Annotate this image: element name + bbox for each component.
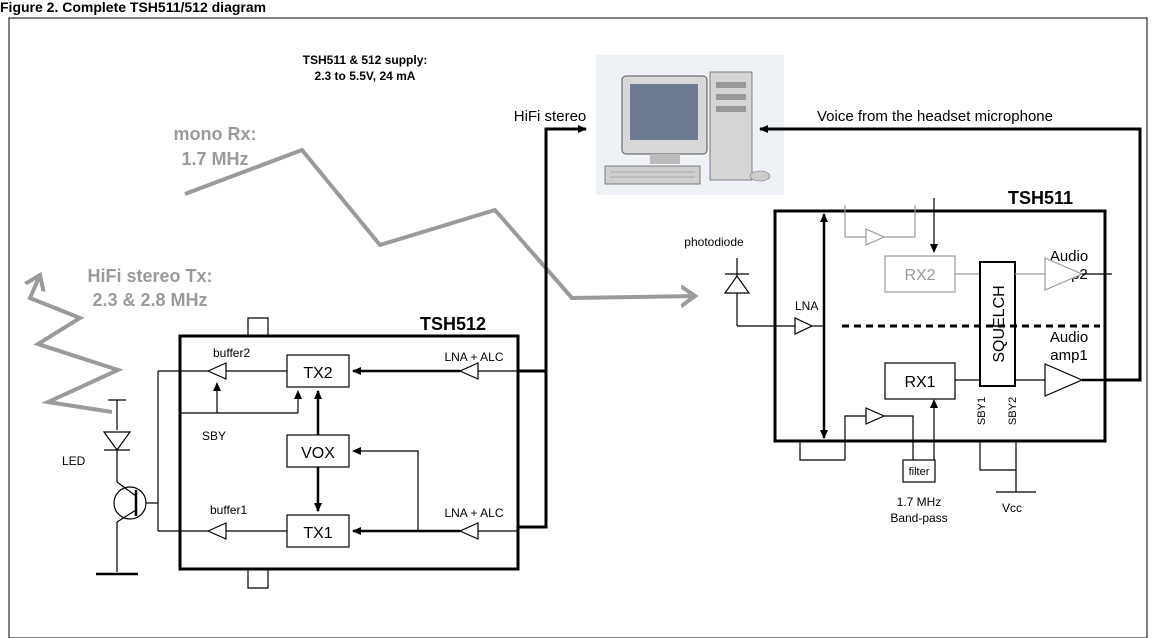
lna-alc-bottom-amp [458, 522, 479, 540]
buffer2-amp [206, 362, 227, 380]
audio-amp1-line1: Audio [1050, 329, 1088, 346]
sby2-label: SBY2 [1007, 397, 1019, 425]
photodiode-icon [723, 258, 795, 327]
lna-label: LNA [795, 299, 818, 313]
mono-rx-signal [184, 147, 695, 298]
vox-label: VOX [301, 445, 335, 462]
tsh511-bottom-pin [799, 441, 824, 461]
photodiode-label: photodiode [684, 235, 744, 249]
filter-band-line2: Band-pass [890, 511, 947, 525]
lna-alc-top-label: LNA + ALC [444, 350, 503, 364]
filter-label: filter [909, 466, 930, 478]
sby-label: SBY [202, 429, 226, 443]
rx1-label: RX1 [904, 374, 935, 391]
voice-wire [759, 125, 1142, 382]
led-icon [102, 400, 132, 482]
sby-pins-wire [979, 441, 1017, 471]
tsh512-chip [178, 334, 520, 571]
tsh511-title: TSH511 [1008, 188, 1073, 208]
buffer2-label: buffer2 [213, 346, 250, 360]
transistor-icon [113, 481, 147, 572]
tsh512-top-pin [247, 317, 269, 336]
filter-band-line1: 1.7 MHz [897, 495, 942, 509]
rx2-pre-amp-out [884, 205, 916, 238]
squelch-block [979, 261, 1016, 387]
squelch-label: SQUELCH [991, 285, 1008, 362]
rx1-pre-amp [865, 407, 886, 425]
led-label: LED [62, 454, 86, 468]
figure-frame [8, 17, 1148, 638]
lna-to-vox [352, 447, 419, 531]
lna-alc-bottom-label: LNA + ALC [444, 506, 503, 520]
rx1-loop-wire [824, 415, 866, 461]
vox-block [286, 434, 350, 468]
hifi-stereo-label: HiFi stereo [514, 108, 587, 125]
rx2-block [884, 255, 956, 293]
hifi-tx-line1: HiFi stereo Tx: [87, 266, 212, 286]
buffer1-amp [206, 522, 227, 540]
rx2-pre-amp [865, 228, 886, 246]
tsh512-bottom-pin [247, 569, 269, 589]
audio-amp2-line1: Audio [1050, 248, 1088, 265]
rx2-loop-wire [844, 205, 866, 238]
hifi-stereo-wire-lower [518, 371, 548, 529]
tx1-label: TX1 [303, 525, 332, 542]
buffer1-label: buffer1 [210, 503, 247, 517]
voice-label: Voice from the headset microphone [817, 108, 1053, 125]
tsh512-title: TSH512 [420, 314, 486, 334]
lna-amp [794, 317, 814, 335]
lna-alc-top-amp [458, 362, 479, 380]
mono-rx-line1: mono Rx: [174, 124, 257, 144]
supply-note-line2: 2.3 to 5.5V, 24 mA [315, 69, 416, 83]
filter-block [902, 459, 936, 483]
hifi-stereo-wire [518, 125, 587, 373]
computer-icon [596, 55, 784, 195]
supply-note-line1: TSH511 & 512 supply: [303, 53, 428, 67]
audio-amp2 [1044, 257, 1084, 291]
audio-amp1-line2: amp1 [1050, 347, 1088, 364]
figure-caption: Figure 2. Complete TSH511/512 diagram [0, 0, 266, 15]
rx2-label: RX2 [904, 267, 935, 284]
rx1-pre-amp-out [884, 415, 914, 460]
audio-amp1 [1044, 363, 1084, 397]
vcc-label: Vcc [1002, 501, 1022, 515]
tx2-label: TX2 [303, 365, 332, 382]
mono-rx-line2: 1.7 MHz [181, 149, 248, 169]
sby1-label: SBY1 [976, 397, 988, 425]
rx1-block [884, 362, 956, 400]
hifi-tx-line2: 2.3 & 2.8 MHz [92, 290, 207, 310]
hifi-tx-signal [30, 275, 124, 414]
